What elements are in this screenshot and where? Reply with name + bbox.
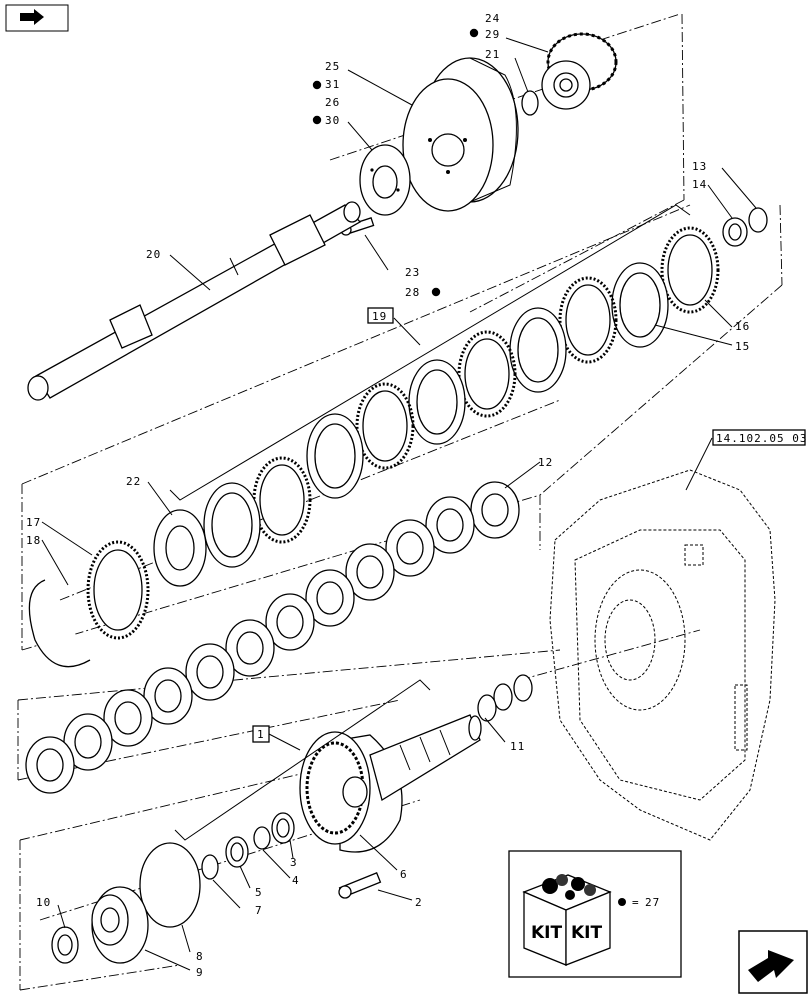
- label-13: 13: [692, 160, 707, 173]
- label-10: 10: [36, 896, 51, 909]
- bracket-1: [174, 679, 431, 841]
- label-14: 14: [692, 178, 707, 191]
- kit-number: 27: [645, 896, 660, 909]
- washer-5: [225, 836, 249, 868]
- label-28: 28: [405, 286, 420, 299]
- ref-box-housing: [712, 429, 806, 446]
- label-17: 17: [26, 516, 41, 529]
- label-box-19: [367, 307, 394, 324]
- label-29: 29: [485, 28, 500, 41]
- seal-rings-11: [477, 674, 533, 722]
- label-19: 19: [372, 310, 387, 323]
- disc-15: [611, 262, 669, 348]
- washer-10: [51, 926, 79, 964]
- disc-16: [660, 226, 720, 314]
- snap-ring-21: [521, 90, 539, 116]
- clutch-disc-pack: [203, 226, 720, 568]
- backing-plate-part: [359, 144, 411, 216]
- piston-9: [91, 886, 149, 964]
- kit-legend: KIT KIT = 27: [508, 850, 682, 978]
- item-labels: 24 29 21 25 31 26 30 13 14 20 23 28 19 1…: [26, 12, 807, 979]
- label-8: 8: [196, 950, 204, 963]
- label-7: 7: [255, 904, 263, 917]
- label-30: 30: [325, 114, 340, 127]
- label-2: 2: [415, 896, 423, 909]
- next-page-button[interactable]: [738, 930, 808, 994]
- label-15: 15: [735, 340, 750, 353]
- bookmark-arrow-icon: [5, 4, 69, 32]
- label-21: 21: [485, 48, 500, 61]
- label-23: 23: [405, 266, 420, 279]
- thrust-washer-stack: [25, 481, 520, 794]
- kit-dot-26: [312, 115, 322, 125]
- kit-legend-dot: [618, 898, 626, 906]
- snap-ring-18: [28, 579, 91, 668]
- leader-lines: [41, 37, 757, 971]
- kit-box-icon: [522, 874, 612, 966]
- label-31: 31: [325, 78, 340, 91]
- kit-dot-28: [431, 287, 441, 297]
- label-3: 3: [290, 856, 298, 869]
- shaft-20: [27, 201, 362, 401]
- ref-leader: [685, 437, 713, 491]
- label-24: 24: [485, 12, 500, 25]
- bracket-19: [169, 204, 691, 501]
- snap-ring-7: [201, 854, 219, 880]
- label-9: 9: [196, 966, 204, 979]
- housing-ref-label: 14.102.05 03: [716, 432, 807, 445]
- label-6: 6: [400, 868, 408, 881]
- label-20: 20: [146, 248, 161, 261]
- label-22: 22: [126, 475, 141, 488]
- label-26: 26: [325, 96, 340, 109]
- label-11: 11: [510, 740, 525, 753]
- label-4: 4: [292, 874, 300, 887]
- kit-equals: =: [632, 896, 640, 909]
- ring-4: [253, 826, 271, 850]
- snap-ring-13: [748, 207, 768, 233]
- disc-17: [86, 540, 150, 640]
- gear-hub-part: [541, 32, 618, 110]
- kit-text-right: KIT: [571, 923, 602, 943]
- planet-carrier-6: [299, 714, 482, 853]
- label-16: 16: [735, 320, 750, 333]
- housing-axis: [519, 629, 701, 681]
- bookmark-nav-button[interactable]: [4, 3, 70, 33]
- upper-frame: [469, 13, 685, 313]
- transmission-housing: [549, 469, 776, 841]
- bolt-2: [338, 872, 382, 899]
- label-18: 18: [26, 534, 41, 547]
- next-page-arrow-icon: [738, 930, 808, 994]
- label-1: 1: [257, 728, 265, 741]
- kit-dot-24: [469, 28, 479, 38]
- label-12: 12: [538, 456, 553, 469]
- kit-dot-25: [312, 80, 322, 90]
- label-25: 25: [325, 60, 340, 73]
- bearing-3: [271, 812, 295, 844]
- washer-14: [722, 217, 748, 247]
- clutch-drum-part: [402, 57, 519, 212]
- kit-text-left: KIT: [531, 923, 562, 943]
- seal-ring-8: [139, 842, 201, 928]
- washer-22: [153, 509, 207, 587]
- label-5: 5: [255, 886, 263, 899]
